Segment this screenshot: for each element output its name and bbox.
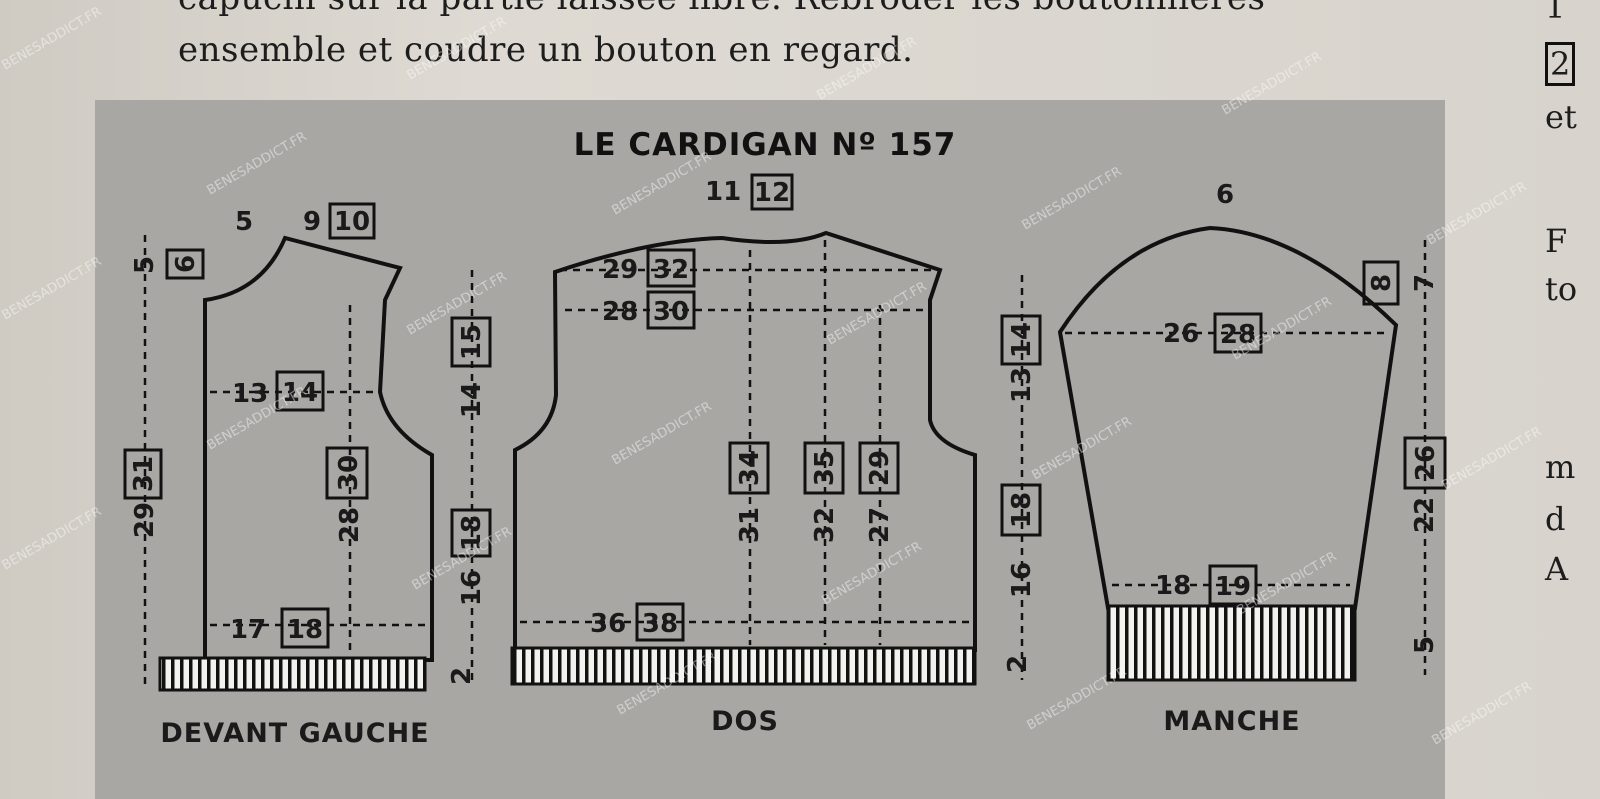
dim-label: 5 — [1410, 636, 1440, 654]
diagram-title: LE CARDIGAN Nº 157 — [574, 127, 957, 163]
watermark: BENESADDICT.FR — [1430, 679, 1535, 748]
dim-label-boxed: 12 — [754, 178, 790, 208]
devant-ribbing — [158, 656, 427, 692]
dim-box — [1213, 312, 1263, 354]
dim-label-boxed: 26 — [1411, 445, 1441, 481]
dim-label: 7 — [1410, 274, 1440, 292]
dim-box — [1362, 260, 1400, 306]
dim-label-boxed: 29 — [865, 450, 895, 486]
dim-label-boxed: 35 — [810, 450, 840, 486]
dim-label-boxed: 10 — [334, 207, 370, 237]
piece-caption: MANCHE — [1163, 706, 1300, 737]
manche-piece: 6 26 28 18 19 7 8 22 26 5 MANCHE — [1057, 180, 1447, 737]
body-text-line-1: capucin sur la partie laissée libre. Reb… — [178, 0, 1265, 18]
dos-outline — [513, 230, 977, 652]
dim-label-boxed: 18 — [1007, 492, 1037, 528]
dim-label-boxed: 19 — [1215, 572, 1251, 602]
dim-label-boxed: 14 — [1007, 322, 1037, 358]
dos-ribbing — [510, 646, 977, 686]
dim-label: 6 — [1216, 180, 1234, 210]
dim-box — [750, 173, 794, 211]
dim-label: 13 — [232, 379, 268, 409]
side-text-boxed: 2 — [1545, 42, 1576, 86]
dim-box — [803, 441, 845, 495]
dim-label-boxed: 14 — [282, 378, 318, 408]
dim-label: 5 — [235, 207, 253, 237]
piece-caption: DOS — [711, 706, 779, 737]
dim-label: 2 — [447, 667, 477, 685]
devant-gauche-piece: 5 9 10 5 6 13 14 17 18 29 31 28 30 14 15 — [123, 202, 492, 749]
dim-label-boxed: 6 — [171, 255, 201, 273]
dim-box — [275, 370, 325, 412]
dim-box — [450, 316, 492, 368]
dim-box — [646, 248, 696, 288]
dim-box — [280, 607, 330, 649]
dim-label: 11 — [705, 177, 741, 207]
dim-label-boxed: 28 — [1220, 320, 1256, 350]
watermark: BENESADDICT.FR — [1440, 424, 1545, 493]
dim-label: 16 — [457, 570, 487, 606]
side-text: et — [1545, 98, 1577, 136]
dim-label-boxed: 38 — [642, 609, 678, 639]
dim-box — [858, 441, 900, 495]
dim-label: 28 — [335, 507, 365, 543]
side-text: to — [1545, 270, 1578, 308]
devant-outline — [203, 235, 434, 662]
dim-label: 26 — [1163, 319, 1199, 349]
side-text: m — [1545, 448, 1576, 486]
dim-label-boxed: 34 — [735, 450, 765, 486]
dim-box — [325, 446, 369, 500]
manche-outline — [1057, 225, 1399, 610]
dim-label-boxed: 18 — [287, 615, 323, 645]
dos-piece: 11 12 29 32 28 30 36 38 31 34 32 35 27 2… — [510, 173, 1042, 737]
dim-label: 27 — [865, 507, 895, 543]
dim-label-boxed: 18 — [457, 515, 487, 551]
manche-ribbing — [1106, 604, 1357, 682]
dim-label-boxed: 15 — [457, 324, 487, 360]
watermark: BENESADDICT.FR — [0, 504, 104, 573]
side-text: 1 — [1545, 0, 1566, 26]
watermark: BENESADDICT.FR — [405, 14, 510, 83]
dim-box — [328, 202, 376, 240]
dim-box — [1000, 314, 1042, 366]
dim-label: 32 — [810, 507, 840, 543]
dim-box — [123, 448, 163, 500]
dim-label: 29 — [602, 255, 638, 285]
dim-box — [165, 248, 205, 280]
dim-label-boxed: 30 — [334, 455, 364, 491]
dim-label: 18 — [1155, 571, 1191, 601]
dim-label-boxed: 30 — [653, 297, 689, 327]
dim-label: 22 — [1410, 497, 1440, 533]
dim-label-boxed: 32 — [653, 255, 689, 285]
dim-label: 14 — [457, 382, 487, 418]
dim-label: 28 — [602, 297, 638, 327]
dim-label: 16 — [1007, 562, 1037, 598]
watermark: BENESADDICT.FR — [0, 254, 104, 323]
watermark: BENESADDICT.FR — [815, 34, 920, 103]
dim-label: 36 — [590, 609, 626, 639]
dim-label: 5 — [130, 256, 160, 274]
dim-box — [728, 441, 770, 495]
side-text: A — [1545, 550, 1569, 588]
dim-box — [635, 602, 685, 642]
dim-label: 31 — [735, 507, 765, 543]
dim-label-boxed: 8 — [1367, 274, 1397, 292]
dim-box — [646, 290, 696, 330]
dim-label: 2 — [1003, 655, 1033, 673]
side-text: d — [1545, 500, 1566, 538]
dim-label: 17 — [230, 615, 266, 645]
dim-label: 9 — [303, 207, 321, 237]
dim-label: 13 — [1007, 367, 1037, 403]
dim-label: 29 — [130, 502, 160, 538]
dim-box — [1208, 564, 1258, 606]
dim-box — [1000, 483, 1042, 537]
dim-box — [450, 508, 492, 558]
piece-caption: DEVANT GAUCHE — [160, 718, 429, 749]
watermark: BENESADDICT.FR — [0, 4, 104, 73]
side-text: F — [1545, 222, 1568, 260]
dim-box — [1403, 436, 1447, 490]
dim-label-boxed: 31 — [129, 456, 159, 492]
body-text-line-2: ensemble et coudre un bouton en regard. — [178, 30, 914, 70]
